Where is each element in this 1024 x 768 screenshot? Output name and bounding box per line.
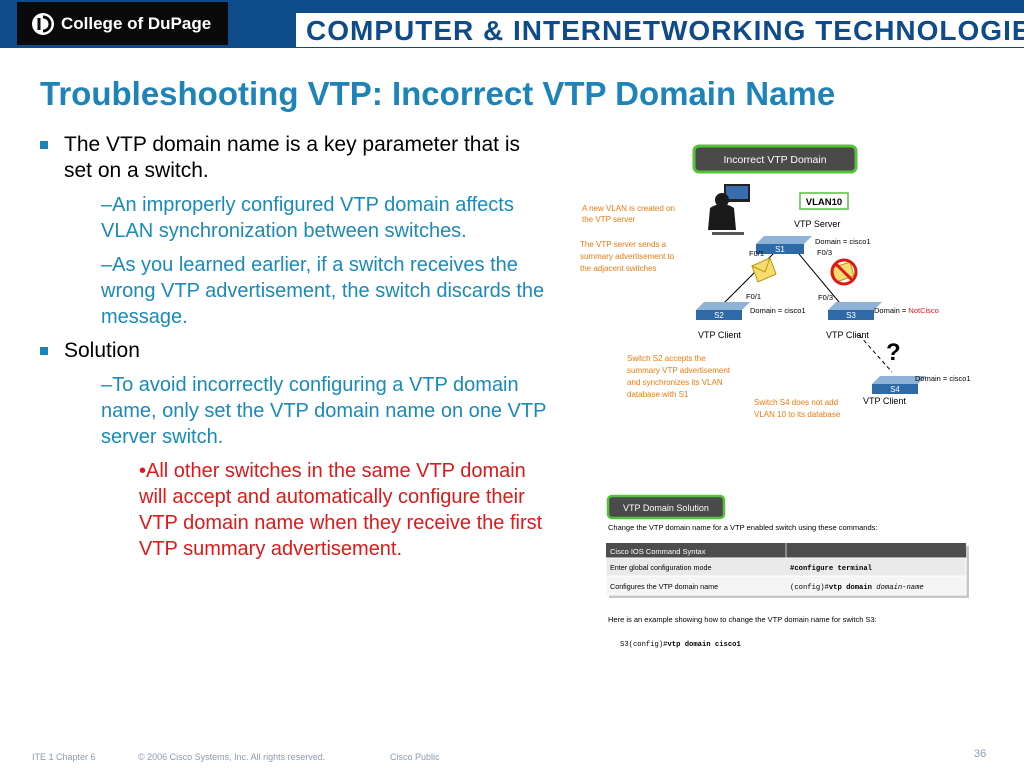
note-server-sends: The VTP server sends a summary advertise… (580, 240, 675, 273)
row2-cmd: vtp domain (829, 584, 872, 592)
s1-name: S1 (775, 245, 785, 254)
footer-copyright: © 2006 Cisco Systems, Inc. All rights re… (138, 752, 326, 762)
sub-bullet-text: –An improperly configured VTP domain aff… (101, 194, 514, 242)
college-logo-icon (32, 12, 54, 35)
row1-label: Enter global configuration mode (610, 563, 712, 572)
command-table-row (605, 575, 967, 596)
s3-domain-prefix: Domain = (874, 306, 908, 315)
note-line: summary VTP advertisement (627, 366, 731, 375)
example-cmd: vtp domain cisco1 (667, 641, 741, 649)
diagram-title: Incorrect VTP Domain (723, 154, 826, 166)
example-command: S3(config)#vtp domain cisco1 (620, 641, 741, 649)
diagram-title-pill (692, 144, 858, 174)
vlan10-label: VLAN10 (806, 197, 842, 208)
solution-title: VTP Domain Solution (623, 503, 709, 513)
note-line: summary advertisement to (580, 252, 675, 261)
note-line: A new VLAN is created on (582, 204, 675, 213)
s4-name: S4 (890, 385, 900, 394)
row1-cmd: configure terminal (794, 565, 872, 573)
bullet-square-icon (40, 347, 48, 355)
s2-name: S2 (714, 311, 724, 320)
s3-role: VTP Client (826, 330, 869, 340)
vtp-diagram: Incorrect VTP Domain VLAN10 A new VLAN i… (580, 144, 971, 419)
row2-prefix: (config)# (790, 584, 830, 592)
row1-command: #configure terminal (790, 565, 873, 573)
bullet-content: The VTP domain name is a key parameter t… (38, 132, 550, 570)
note-line: Switch S2 accepts the (627, 354, 706, 363)
port-label: F0/3 (817, 248, 832, 257)
advertisement-envelope-icon (751, 257, 777, 283)
bullet-square-icon (40, 141, 48, 149)
row2-arg: domain-name (876, 584, 923, 592)
link-s1-s3 (793, 247, 845, 309)
port-label: F0/1 (749, 249, 764, 258)
s1-domain: Domain = cisco1 (815, 237, 871, 246)
port-label: F0/1 (746, 292, 761, 301)
footer-classification: Cisco Public (390, 752, 440, 762)
link-s3-s4 (858, 334, 893, 373)
note-line: Switch S4 does not add (754, 398, 838, 407)
bullet-text: Solution (64, 339, 140, 362)
note-line: the VTP server (582, 215, 636, 224)
note-line: VLAN 10 to its database (754, 410, 841, 419)
note-line: and synchronizes its VLAN (627, 378, 723, 387)
row2-label: Configures the VTP domain name (610, 582, 718, 591)
note-new-vlan: A new VLAN is created on the VTP server (582, 204, 675, 224)
switch-s1 (756, 236, 812, 254)
s2-role: VTP Client (698, 330, 741, 340)
note-s4: Switch S4 does not add VLAN 10 to its da… (754, 398, 841, 419)
s3-domain: Domain = NotCisco (874, 306, 939, 315)
command-table-header-text: Cisco IOS Command Syntax (610, 547, 706, 556)
solution-intro: Change the VTP domain name for a VTP ena… (608, 523, 877, 532)
s1-role: VTP Server (794, 219, 840, 229)
department-banner: COMPUTER & INTERNETWORKING TECHNOLOGIES (296, 13, 1024, 47)
logo-text: College of DuPage (61, 13, 212, 33)
switch-s4 (872, 376, 926, 394)
note-line: database with S1 (627, 390, 689, 399)
note-line: The VTP server sends a (580, 240, 667, 249)
blocked-advertisement-icon (830, 258, 858, 286)
s3-name: S3 (846, 311, 856, 320)
sub-bullet-text: –As you learned earlier, if a switch rec… (101, 254, 545, 328)
row2-command: (config)#vtp domain domain-name (790, 584, 924, 592)
vlan10-label-box (799, 192, 849, 210)
question-mark: ? (886, 339, 901, 366)
bullet-item: The VTP domain name is a key parameter t… (38, 132, 550, 184)
switch-s2 (696, 302, 750, 320)
pc-user-icon (708, 184, 750, 235)
bullet-item: Solution (38, 338, 550, 364)
sub-sub-bullet-text: •All other switches in the same VTP doma… (139, 460, 543, 560)
s4-domain: Domain = cisco1 (915, 374, 971, 383)
port-label: F0/3 (818, 293, 833, 302)
vtp-solution-figure: VTP Domain Solution Change the VTP domai… (605, 494, 969, 649)
note-s2-accepts: Switch S2 accepts the summary VTP advert… (627, 354, 731, 399)
solution-title-pill (606, 494, 726, 520)
s2-domain: Domain = cisco1 (750, 306, 806, 315)
college-logo: College of DuPage (17, 2, 228, 45)
s4-role: VTP Client (863, 396, 906, 406)
page-number: 36 (974, 748, 987, 760)
sub-bullet-text: –To avoid incorrectly configuring a VTP … (101, 374, 547, 448)
footer-chapter: ITE 1 Chapter 6 (32, 752, 96, 762)
bullet-text: The VTP domain name is a key parameter t… (64, 133, 520, 182)
example-intro: Here is an example showing how to change… (608, 615, 877, 624)
slide-title: Troubleshooting VTP: Incorrect VTP Domai… (40, 75, 836, 112)
s3-domain-value: NotCisco (908, 306, 938, 315)
example-prefix: S3(config)# (620, 641, 668, 649)
switch-s3 (828, 302, 882, 320)
note-line: the adjacent switches (580, 264, 657, 273)
